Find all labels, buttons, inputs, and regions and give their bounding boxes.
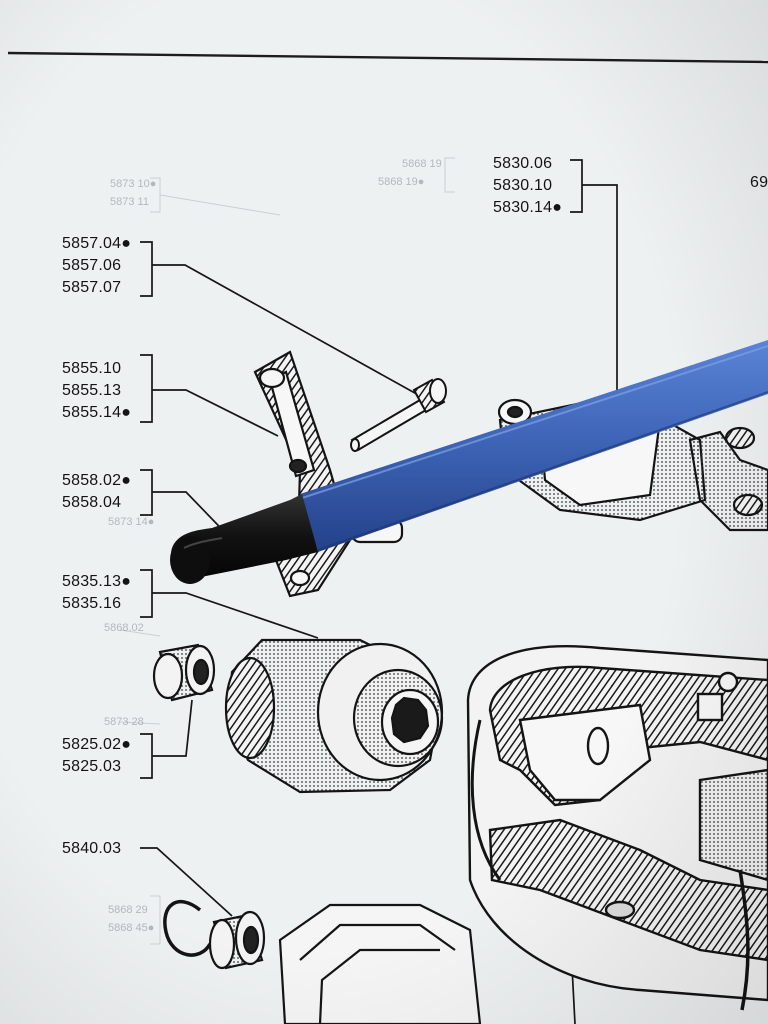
- callout-5835: 5835.13● 5835.16: [62, 571, 131, 615]
- ref-number: 5835.13●: [62, 573, 132, 590]
- ref-number: 5825.02●: [62, 736, 132, 753]
- ref-number: 5855.13: [62, 382, 122, 399]
- show-through-text: 5868 19●: [378, 176, 425, 188]
- show-through-text: 5868 19: [402, 158, 442, 170]
- callout-5858: 5858.02● 5858.04: [62, 470, 131, 514]
- ref-number: 5830.06: [493, 155, 553, 172]
- ref-number: 5857.04●: [62, 235, 132, 252]
- show-through-text: 5873 10●: [110, 178, 157, 190]
- ref-number: 5858.04: [62, 494, 122, 511]
- ref-number: 5830.10: [493, 177, 553, 194]
- ref-number: 5830.14●: [493, 199, 563, 216]
- ref-number: 5857.07: [62, 279, 122, 296]
- callout-5825: 5825.02● 5825.03: [62, 734, 131, 778]
- show-through-text: 5868 29: [108, 904, 148, 916]
- show-through-text: 5873 11: [110, 196, 149, 208]
- ref-number: 5855.14●: [62, 404, 132, 421]
- ref-number: 5858.02●: [62, 472, 132, 489]
- ref-number: 5855.10: [62, 360, 122, 377]
- edge-ref-number: 69: [750, 172, 768, 194]
- show-through-text: 5873 28: [104, 716, 144, 728]
- ref-number: 69: [750, 174, 768, 191]
- show-through-text: 5868 45●: [108, 922, 155, 934]
- callout-5857: 5857.04● 5857.06 5857.07: [62, 233, 131, 299]
- callout-5855: 5855.10 5855.13 5855.14●: [62, 358, 131, 424]
- ref-number: 5840.03: [62, 840, 122, 857]
- callout-5830: 5830.06 5830.10 5830.14●: [493, 153, 562, 219]
- show-through-text: 5868.02: [104, 622, 144, 634]
- ref-number: 5835.16: [62, 595, 122, 612]
- ref-number: 5857.06: [62, 257, 122, 274]
- ref-number: 5825.03: [62, 758, 122, 775]
- blue-pen: [170, 340, 768, 584]
- callout-5840: 5840.03: [62, 838, 121, 860]
- show-through-text: 5873 14●: [108, 516, 155, 528]
